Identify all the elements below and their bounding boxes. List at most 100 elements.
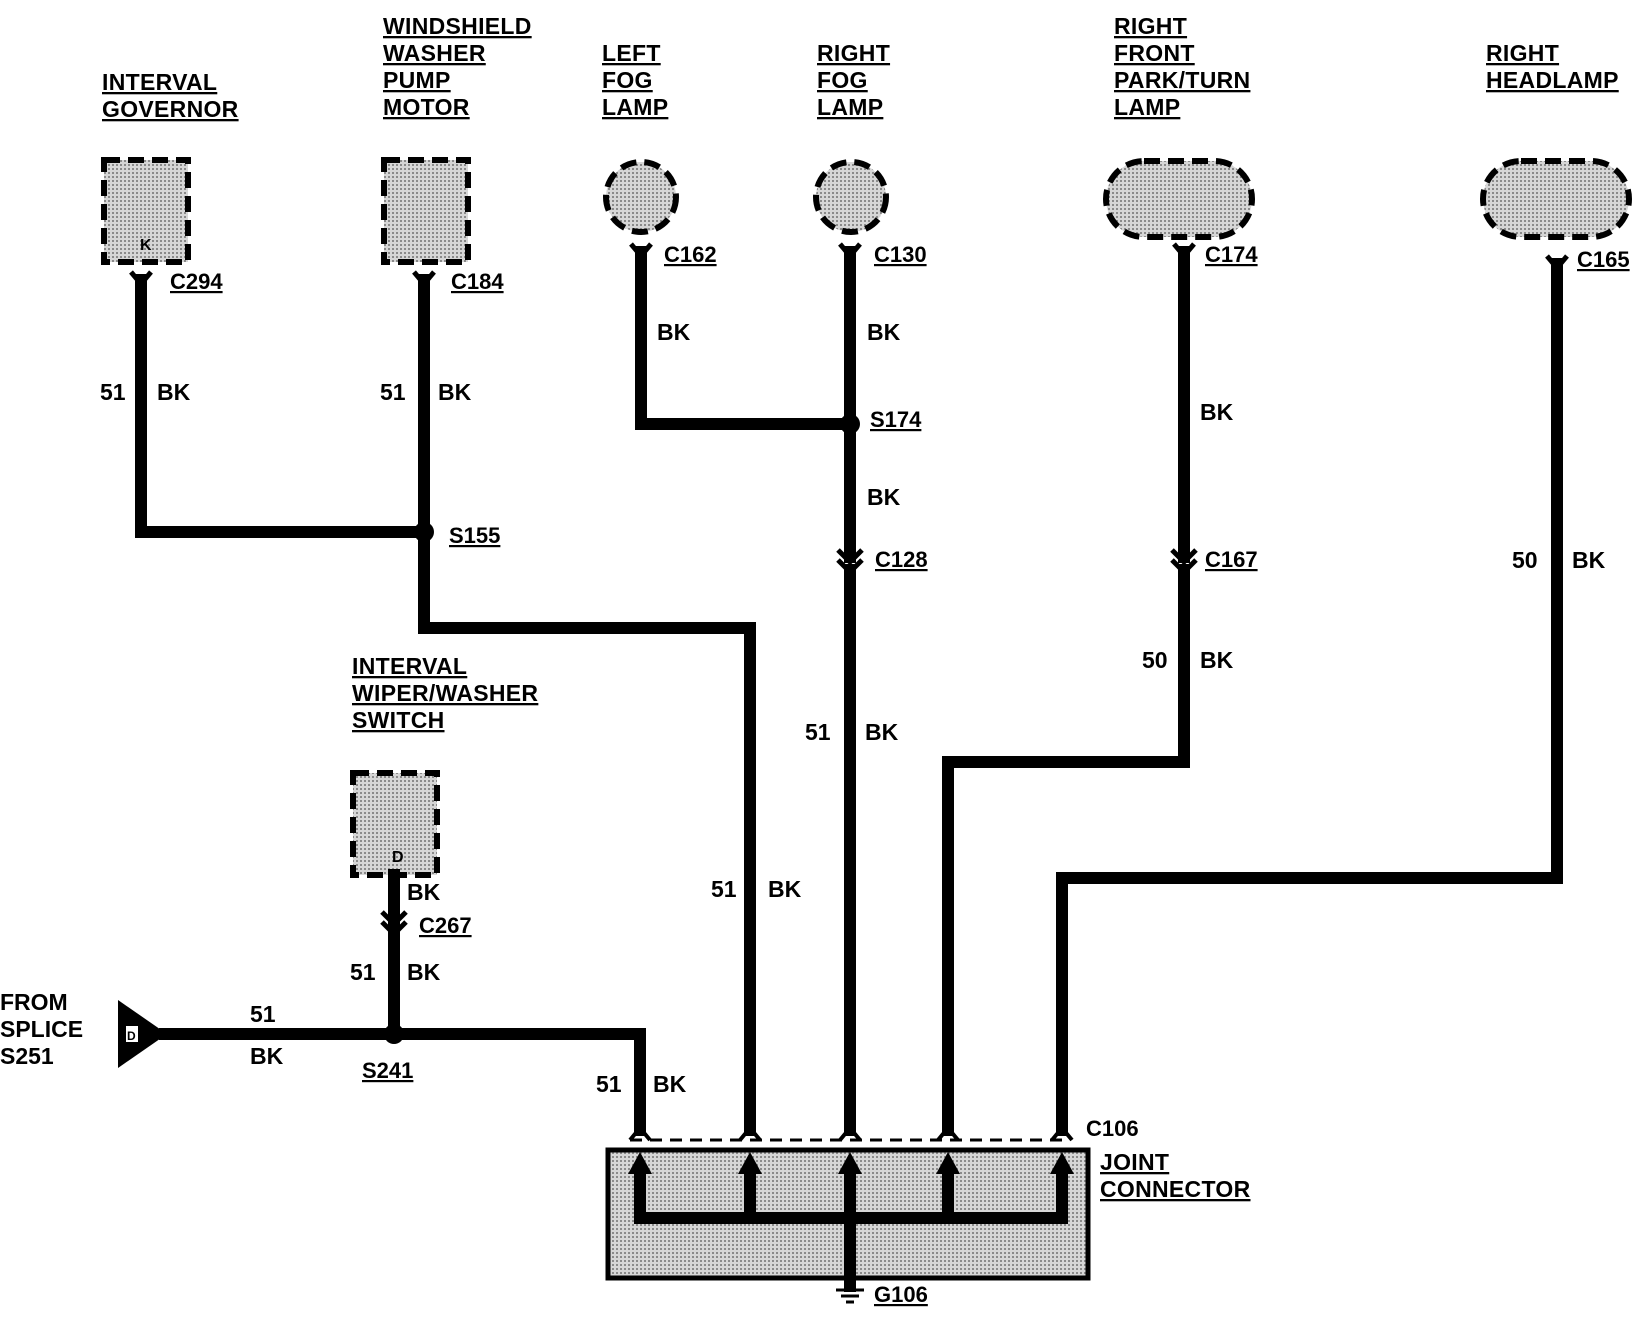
washer-pump-motor-body <box>381 157 471 265</box>
svg-text:RIGHT: RIGHT <box>817 40 890 66</box>
wire-s155-to-c106 <box>418 526 756 1136</box>
right-headlamp-title: RIGHT HEADLAMP <box>1486 40 1619 93</box>
wire-headlamp-to-c106 <box>1056 258 1563 1136</box>
connector-c106-pins-icon <box>628 1124 1074 1142</box>
svg-text:FRONT: FRONT <box>1114 40 1195 66</box>
svg-text:FROM: FROM <box>0 989 68 1015</box>
svg-text:WASHER: WASHER <box>383 40 486 66</box>
svg-text:JOINT: JOINT <box>1100 1149 1169 1175</box>
wire-s241-to-c106 <box>388 1028 646 1136</box>
wire-label-color: BK <box>407 959 441 985</box>
label-g106: G106 <box>874 1282 928 1307</box>
svg-text:WIPER/WASHER: WIPER/WASHER <box>352 680 538 706</box>
connector-c184-icon <box>412 270 436 288</box>
wire-label-color: BK <box>1200 399 1234 425</box>
wire-label-circuit: 50 <box>1512 547 1538 573</box>
wire-left-fog-to-s174 <box>635 246 856 430</box>
svg-text:RIGHT: RIGHT <box>1486 40 1559 66</box>
wire-c167-to-c106 <box>942 564 1190 1136</box>
wire-label-circuit: 51 <box>596 1071 622 1097</box>
left-fog-lamp-title: LEFT FOG LAMP <box>602 40 668 120</box>
connector-c267-icon <box>380 910 408 938</box>
svg-text:LAMP: LAMP <box>602 94 668 120</box>
right-fog-lamp-title: RIGHT FOG LAMP <box>817 40 890 120</box>
svg-text:LAMP: LAMP <box>1114 94 1180 120</box>
label-c184: C184 <box>451 269 504 294</box>
connector-c128-icon <box>836 548 864 576</box>
interval-governor-title: INTERVAL GOVERNOR <box>102 69 239 122</box>
svg-text:PARK/TURN: PARK/TURN <box>1114 67 1250 93</box>
svg-text:FOG: FOG <box>602 67 653 93</box>
splice-s174-dot <box>840 414 860 434</box>
joint-connector-title: JOINT CONNECTOR <box>1100 1149 1251 1202</box>
label-c167: C167 <box>1205 547 1258 572</box>
label-c130: C130 <box>874 242 927 267</box>
connector-c294-icon <box>129 270 153 288</box>
interval-governor-pin: K <box>140 237 152 254</box>
label-s174: S174 <box>870 407 922 432</box>
wire-label-color: BK <box>1572 547 1606 573</box>
interval-governor-body <box>101 157 191 265</box>
wire-label-circuit: 51 <box>711 876 737 902</box>
wire-label-color: BK <box>867 484 901 510</box>
wire-label-color: BK <box>438 379 472 405</box>
washer-pump-motor-title: WINDSHIELD WASHER PUMP MOTOR <box>383 13 532 120</box>
wire-label-color: BK <box>1200 647 1234 673</box>
svg-text:SWITCH: SWITCH <box>352 707 445 733</box>
label-c267: C267 <box>419 913 472 938</box>
switch-pin: D <box>392 849 404 866</box>
svg-text:CONNECTOR: CONNECTOR <box>1100 1176 1251 1202</box>
wire-label-circuit: 51 <box>380 379 406 405</box>
label-s155: S155 <box>449 523 500 548</box>
label-c294: C294 <box>170 269 223 294</box>
wire-label-circuit: 51 <box>350 959 376 985</box>
wire-label-circuit: 51 <box>805 719 831 745</box>
svg-text:S251: S251 <box>0 1043 54 1069</box>
wire-label-color: BK <box>657 319 691 345</box>
label-c162: C162 <box>664 242 717 267</box>
wire-label-color: BK <box>407 879 441 905</box>
splice-s155-dot <box>414 522 434 542</box>
wire-label-circuit: 51 <box>100 379 126 405</box>
wire-label-color: BK <box>653 1071 687 1097</box>
label-c165: C165 <box>1577 247 1630 272</box>
svg-text:INTERVAL: INTERVAL <box>102 69 217 95</box>
splice-s241-dot <box>384 1024 404 1044</box>
svg-text:MOTOR: MOTOR <box>383 94 470 120</box>
label-c174: C174 <box>1205 242 1258 267</box>
connector-c130-icon <box>838 242 862 260</box>
connector-c167-icon <box>1170 548 1198 576</box>
left-fog-lamp-body <box>603 159 679 235</box>
svg-text:PUMP: PUMP <box>383 67 451 93</box>
wire-label-color: BK <box>768 876 802 902</box>
right-headlamp-body <box>1480 158 1632 240</box>
label-c106: C106 <box>1086 1116 1139 1141</box>
svg-text:SPLICE: SPLICE <box>0 1016 83 1042</box>
wire-label-color: BK <box>865 719 899 745</box>
interval-wiper-washer-switch-title: INTERVAL WIPER/WASHER SWITCH <box>352 653 538 733</box>
wire-governor-to-s155 <box>135 274 430 538</box>
svg-text:LAMP: LAMP <box>817 94 883 120</box>
label-c128: C128 <box>875 547 928 572</box>
connector-c174-icon <box>1172 242 1196 260</box>
from-splice-arrow-icon <box>118 1000 167 1068</box>
wire-label-color: BK <box>250 1043 284 1069</box>
label-s241: S241 <box>362 1058 413 1083</box>
svg-text:GOVERNOR: GOVERNOR <box>102 96 239 122</box>
from-splice-pin: D <box>127 1029 136 1043</box>
svg-text:RIGHT: RIGHT <box>1114 13 1187 39</box>
svg-text:FOG: FOG <box>817 67 868 93</box>
svg-text:WINDSHIELD: WINDSHIELD <box>383 13 532 39</box>
wire-label-color: BK <box>867 319 901 345</box>
right-front-park-turn-lamp-title: RIGHT FRONT PARK/TURN LAMP <box>1114 13 1250 120</box>
right-fog-lamp-body <box>813 159 889 235</box>
wire-label-circuit: 50 <box>1142 647 1168 673</box>
joint-connector-bus <box>628 1152 1074 1292</box>
right-front-park-turn-lamp-body <box>1103 158 1255 240</box>
connector-c162-icon <box>629 242 653 260</box>
wire-label-circuit: 51 <box>250 1001 276 1027</box>
ground-icon <box>836 1288 864 1304</box>
svg-text:HEADLAMP: HEADLAMP <box>1486 67 1619 93</box>
